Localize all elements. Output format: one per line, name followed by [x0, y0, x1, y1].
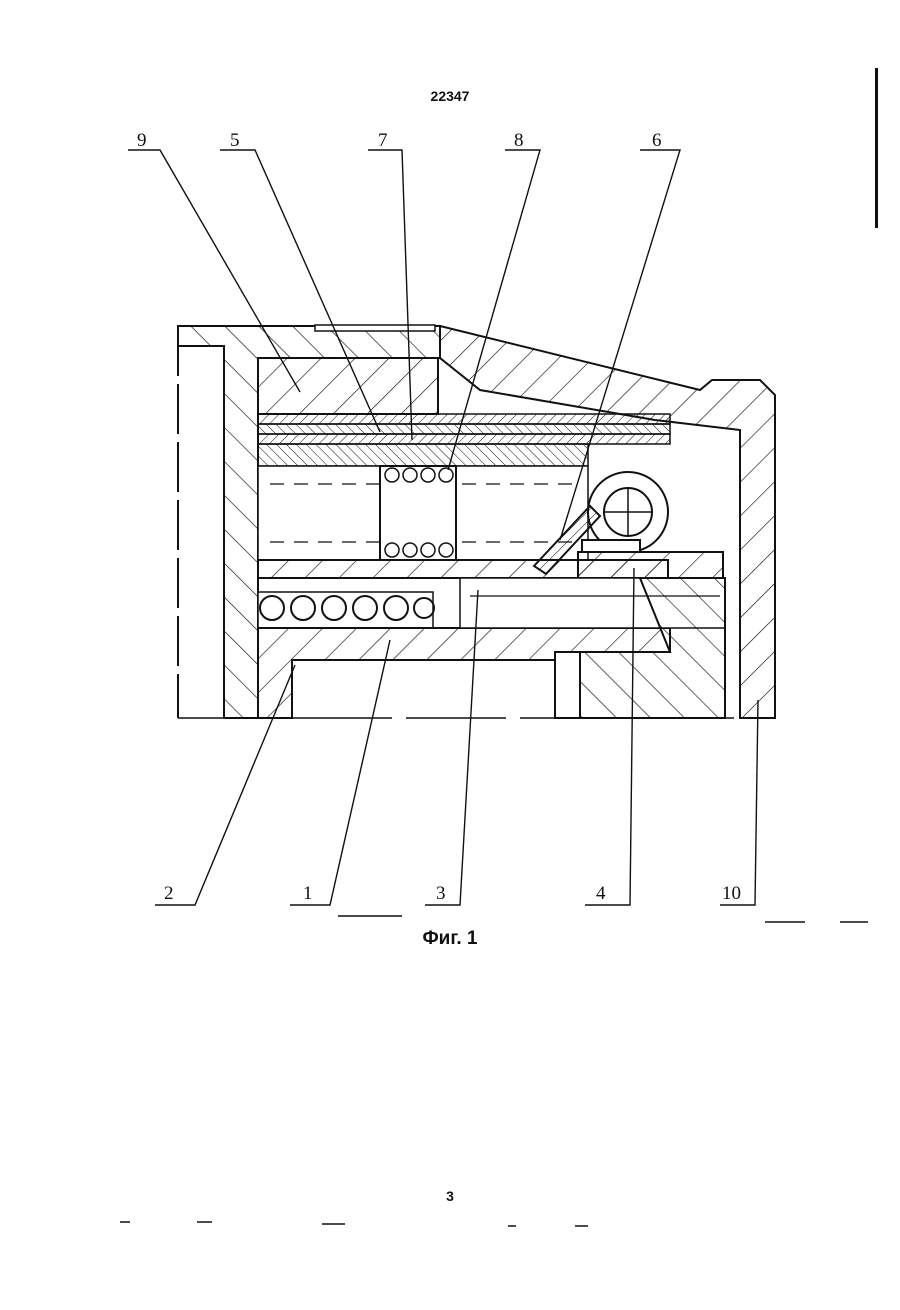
page-number: 3 [0, 1188, 900, 1204]
callout-2: 2 [164, 883, 174, 904]
callout-4: 4 [596, 883, 606, 904]
callout-1: 1 [303, 883, 313, 904]
inner-cavity [258, 466, 588, 560]
callout-9: 9 [137, 130, 147, 151]
figure-caption: Фиг. 1 [0, 928, 900, 950]
layered-sleeve [258, 414, 670, 466]
callout-7: 7 [378, 130, 388, 151]
callout-3: 3 [436, 883, 446, 904]
callout-8: 8 [514, 130, 524, 151]
callout-5: 5 [230, 130, 240, 151]
callout-10: 10 [722, 883, 741, 904]
part-2-spring [258, 592, 434, 628]
callout-6: 6 [652, 130, 662, 151]
scan-marks [120, 916, 868, 1226]
